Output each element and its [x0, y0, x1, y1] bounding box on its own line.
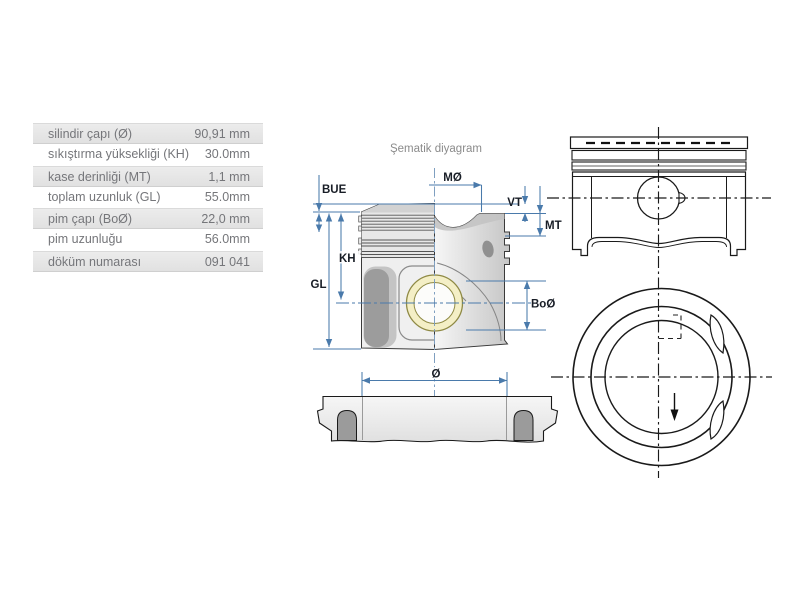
spec-value: 091 041 [204, 254, 250, 269]
ring-grooves [361, 214, 435, 258]
diagram-title: Şematik diyagram [390, 143, 482, 155]
spec-value: 90,91 mm [194, 127, 250, 141]
bowl-shade [434, 213, 505, 231]
piston-bottom-view [316, 395, 559, 443]
ring-land-tabs [358, 215, 362, 255]
spec-value: 30.0mm [204, 147, 250, 162]
spec-label: pim çapı (BoØ) [48, 212, 133, 227]
table-row: toplam uzunluk (GL) 55.0mm [33, 187, 263, 208]
dim-label-kh: KH [339, 253, 356, 265]
dim-label-dia: Ø [432, 369, 441, 381]
relief-upper [709, 314, 725, 355]
relief-lower [709, 399, 725, 440]
ring-gap-hidden-line [659, 314, 682, 340]
dim-label-gl: GL [311, 279, 327, 291]
spec-label: toplam uzunluk (GL) [48, 189, 161, 204]
spec-value: 22,0 mm [201, 212, 250, 227]
dim-label-vt: VT [507, 197, 522, 209]
skirt-shadow [364, 269, 389, 347]
pin-boss-right [513, 409, 534, 441]
spec-label: kase derinliği (MT) [48, 169, 151, 184]
spec-value: 56.0mm [204, 232, 250, 247]
table-row: döküm numarası 091 041 [33, 250, 263, 273]
table-row: kase derinliği (MT) 1,1 mm [33, 165, 263, 187]
spec-value: 1,1 mm [208, 169, 250, 184]
dimension-labels: Şematik diyagram BUE MØ VT MT KH GL BoØ … [311, 143, 562, 381]
spec-label: pim uzunluğu [48, 232, 123, 247]
table-row: pim uzunluğu 56.0mm [33, 229, 263, 250]
spec-label: sıkıştırma yüksekliği (KH) [48, 147, 189, 162]
piston-cross-section-view [336, 168, 533, 396]
dim-label-bo: BoØ [531, 299, 555, 311]
dim-label-mt: MT [545, 220, 562, 232]
dim-label-bue: BUE [322, 184, 347, 196]
spec-table: silindir çapı (Ø) 90,91 mm sıkıştırma yü… [33, 123, 263, 273]
spec-label: silindir çapı (Ø) [48, 127, 133, 141]
dim-label-mo: MØ [443, 172, 462, 184]
pin-boss-left [337, 409, 357, 441]
table-row: sıkıştırma yüksekliği (KH) 30.0mm [33, 144, 263, 165]
oil-gallery-shade [482, 240, 494, 258]
orientation-arrow [670, 409, 679, 421]
table-row: pim çapı (BoØ) 22,0 mm [33, 208, 263, 230]
piston-ring-view [551, 287, 772, 467]
spec-label: döküm numarası [48, 254, 142, 269]
spec-value: 55.0mm [204, 189, 250, 204]
table-row: silindir çapı (Ø) 90,91 mm [33, 123, 263, 145]
